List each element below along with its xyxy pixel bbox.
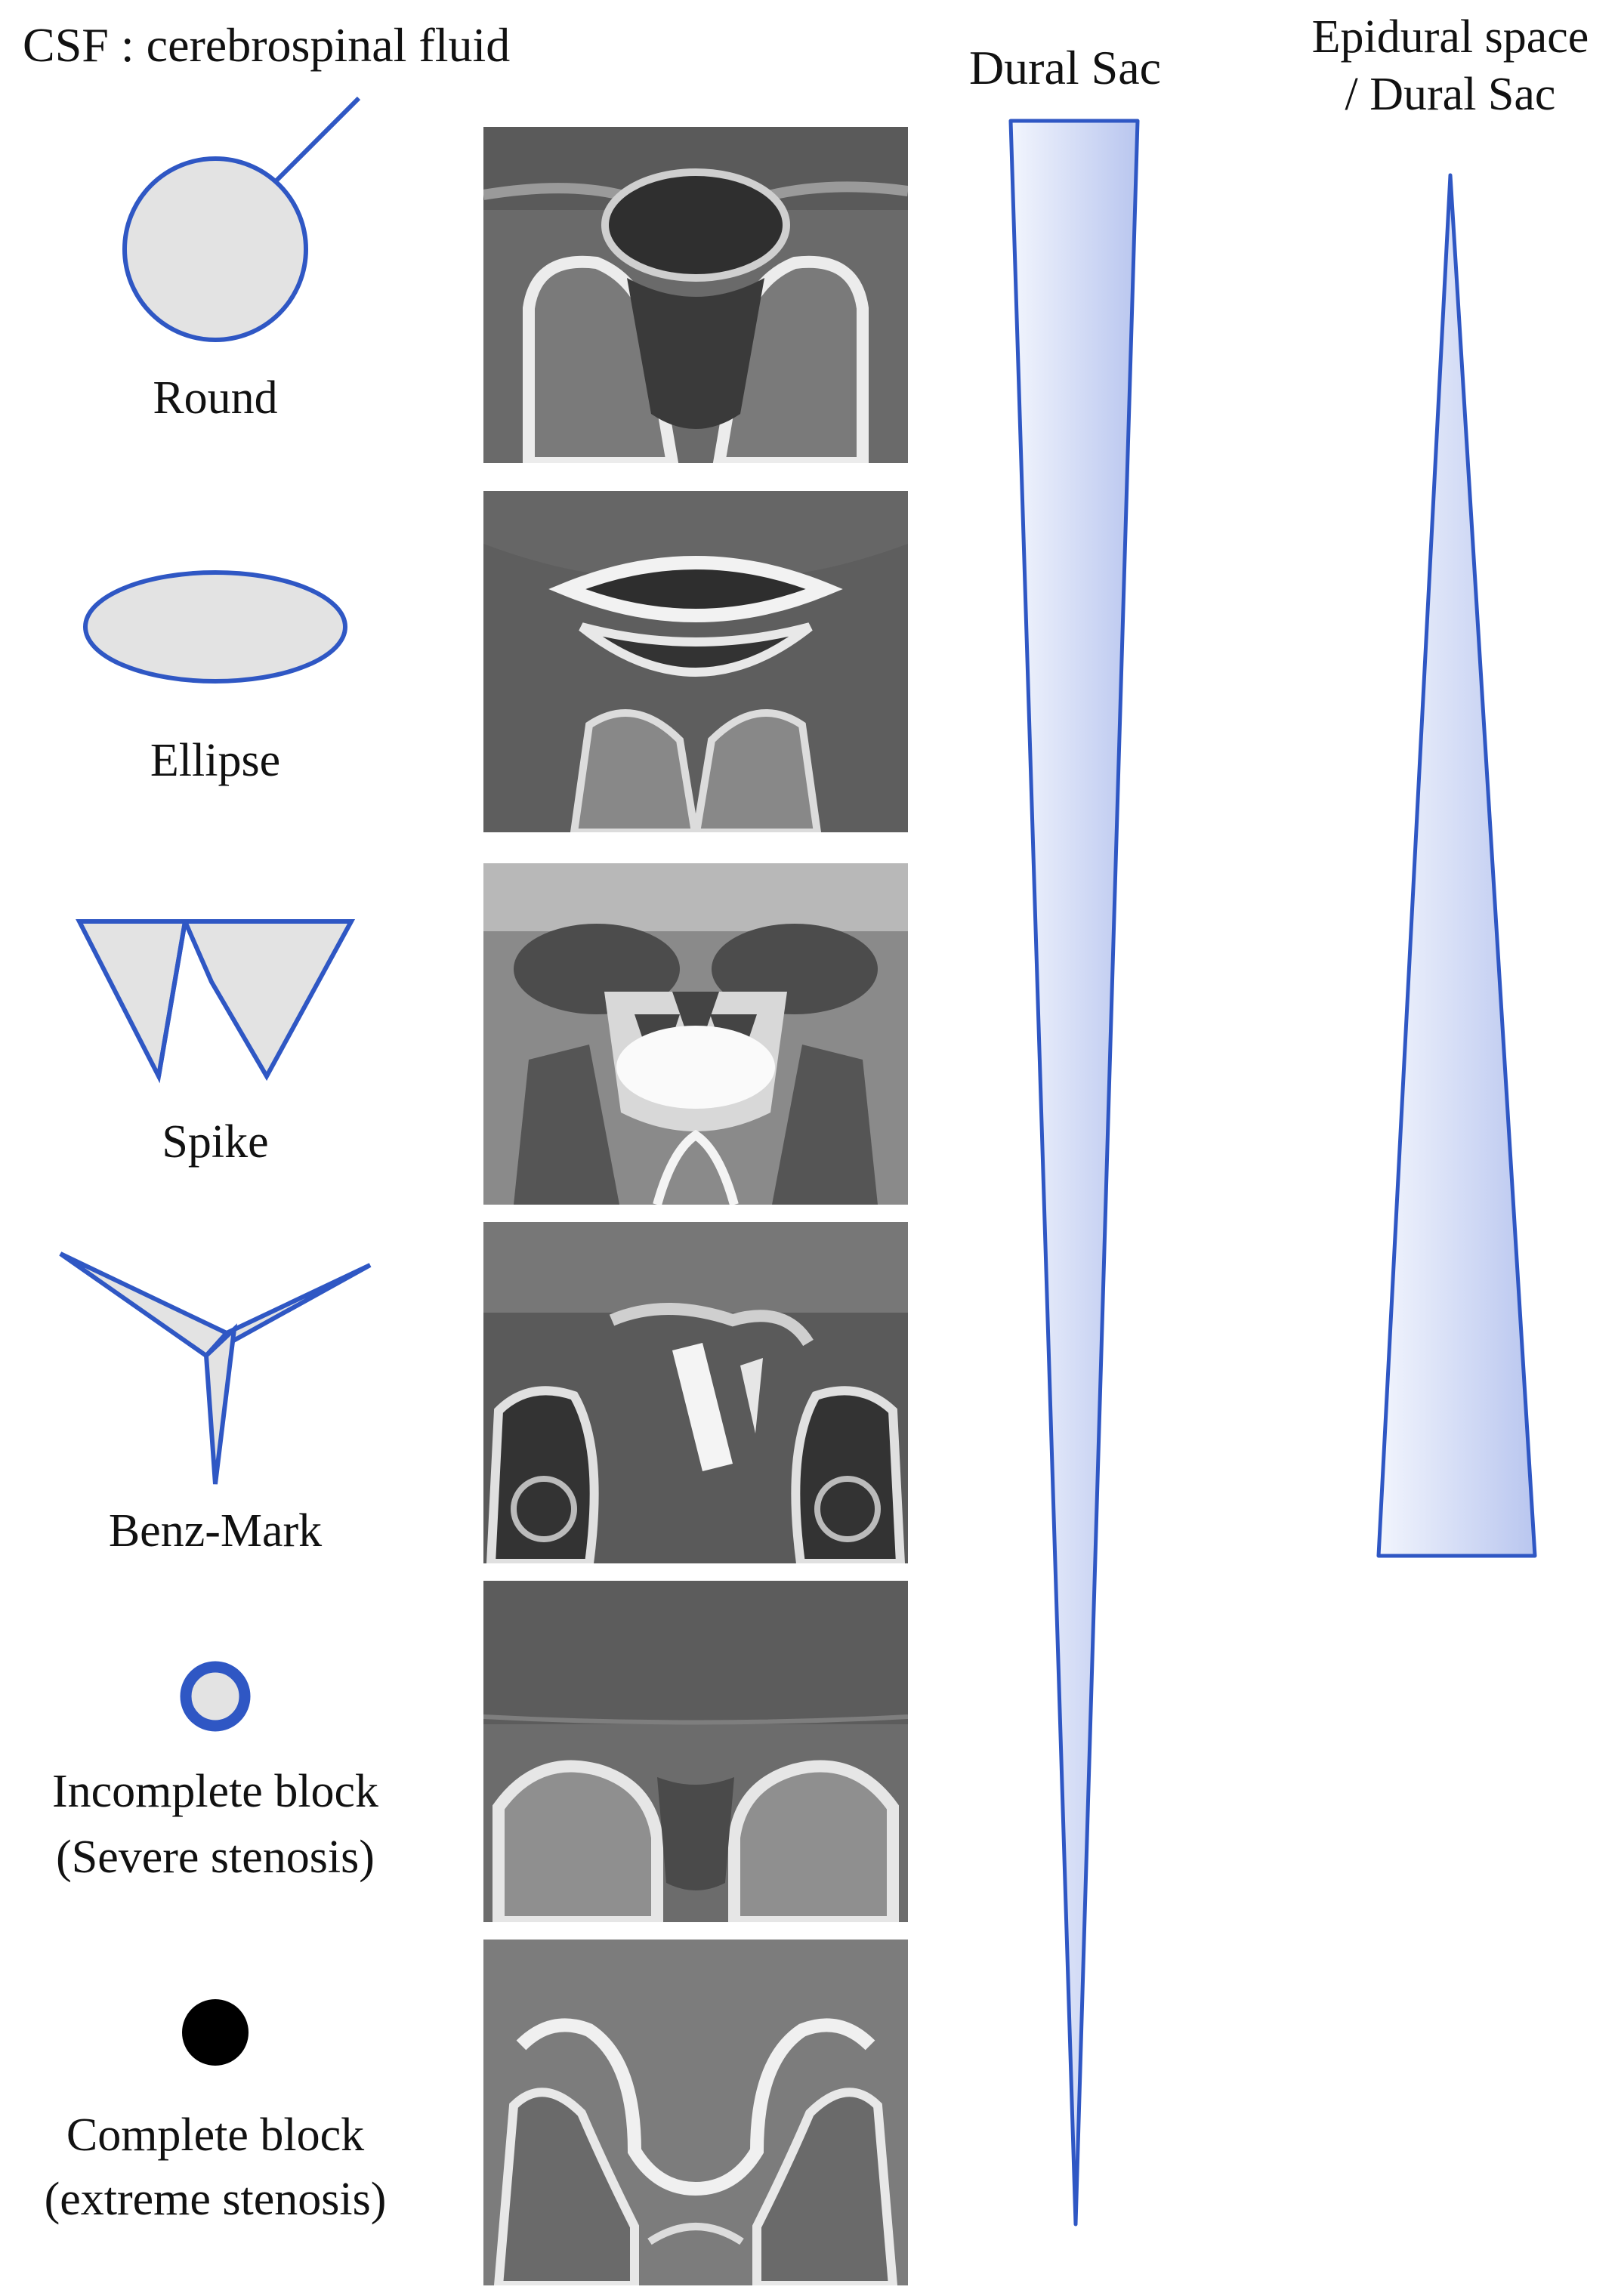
csf-annotation: CSF : cerebrospinal fluid xyxy=(23,18,511,72)
filled-dot-icon xyxy=(182,1999,249,2066)
benz-mark-label: Benz-Mark xyxy=(108,1505,323,1557)
benz-mark-icon xyxy=(59,1251,372,1485)
ct-scan-incomplete-block xyxy=(483,1581,908,1922)
ct-scan-ellipse xyxy=(483,491,908,832)
epidural-ratio-wedge xyxy=(1376,173,1537,1558)
dural-sac-header: Dural Sac xyxy=(968,41,1162,94)
ellipse-label: Ellipse xyxy=(150,735,281,786)
round-icon xyxy=(122,156,308,342)
incomplete-block-label-line2: (Severe stenosis) xyxy=(56,1832,375,1883)
complete-block-label-line1: Complete block xyxy=(66,2109,365,2161)
epidural-header-line1: Epidural space xyxy=(1311,11,1589,63)
ct-scan-benz-mark xyxy=(483,1222,908,1563)
ct-scan-spike xyxy=(483,863,908,1205)
epidural-header-line2: / Dural Sac xyxy=(1345,69,1556,120)
spike-icon xyxy=(76,919,356,1084)
complete-block-label-line2: (extreme stenosis) xyxy=(44,2174,387,2225)
round-label: Round xyxy=(153,372,278,424)
incomplete-block-label-line1: Incomplete block xyxy=(51,1766,379,1817)
ring-icon xyxy=(180,1661,251,1732)
spike-label: Spike xyxy=(162,1116,269,1168)
ellipse-icon xyxy=(83,570,347,684)
dural-sac-wedge xyxy=(1008,119,1140,2227)
ct-scan-complete-block xyxy=(483,1940,908,2285)
ct-scan-round xyxy=(483,127,908,463)
